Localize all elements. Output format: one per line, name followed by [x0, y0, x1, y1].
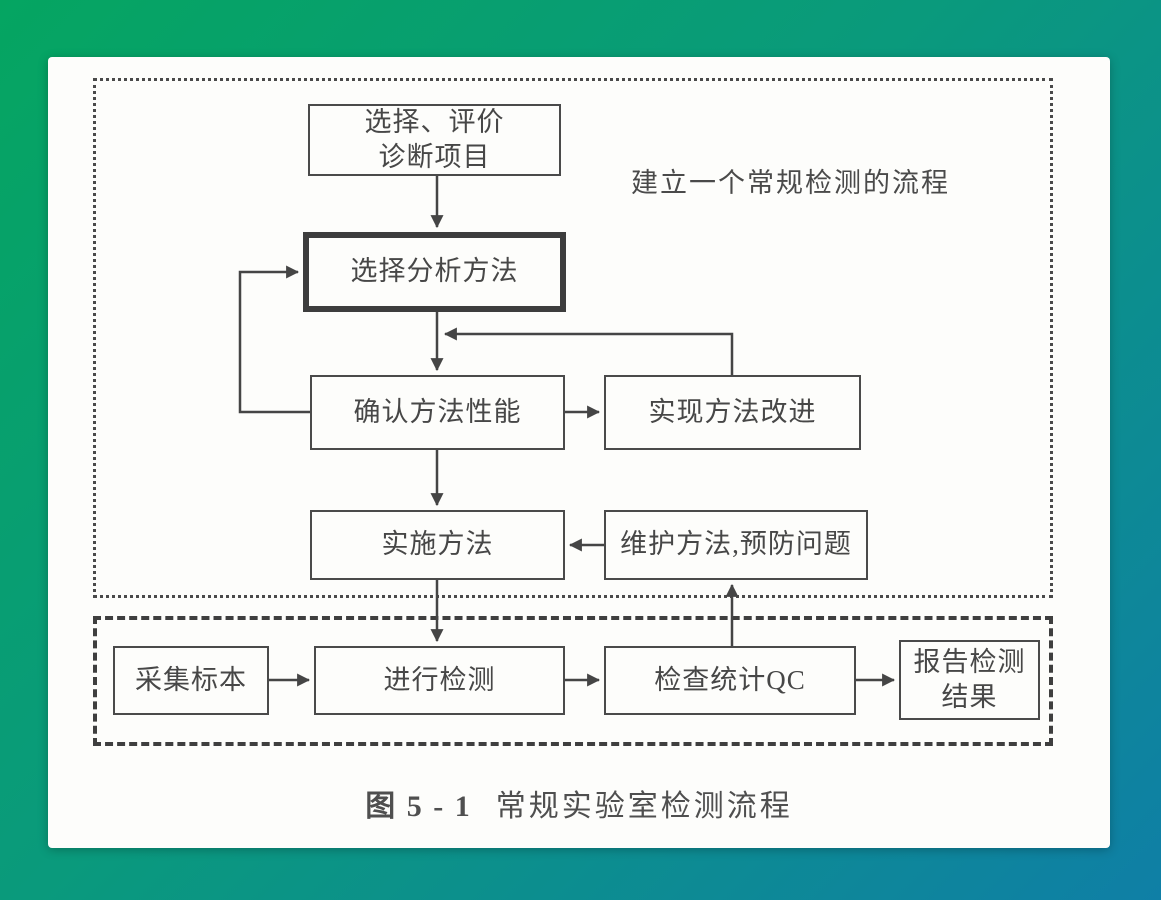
flow-box-check-qc-label: 检查统计QC: [654, 664, 806, 695]
figure-title: 常规实验室检测流程: [495, 790, 793, 823]
flow-box-select-method-label: 选择分析方法: [350, 256, 519, 287]
flow-box-implement-method: 实施方法: [310, 510, 565, 580]
flow-box-implement-method-label: 实施方法: [381, 529, 494, 560]
setup-section-border: [93, 78, 1053, 598]
flow-box-collect-specimen: 采集标本: [113, 646, 269, 715]
figure-caption: 图 5 - 1 常规实验室检测流程: [48, 781, 1110, 825]
flow-box-perform-test-label: 进行检测: [383, 664, 496, 695]
flow-box-improve-method-label: 实现方法改进: [648, 396, 817, 427]
figure-card: 选择、评价 诊断项目 选择分析方法 确认方法性能 实现方法改进 实施方法 维护方…: [48, 57, 1110, 848]
flow-box-maintain-method: 维护方法,预防问题: [604, 510, 868, 580]
flow-box-maintain-method-label: 维护方法,预防问题: [620, 529, 852, 560]
figure-number: 图 5 - 1: [365, 790, 472, 823]
flow-box-improve-method: 实现方法改进: [604, 375, 861, 450]
flow-box-check-qc: 检查统计QC: [604, 646, 856, 715]
flow-box-select-method: 选择分析方法: [303, 232, 566, 312]
flow-box-confirm-performance-label: 确认方法性能: [353, 396, 522, 427]
flow-box-select-evaluate: 选择、评价 诊断项目: [308, 104, 561, 176]
testing-section-border: [93, 616, 1053, 746]
flow-box-select-evaluate-label: 选择、评价 诊断项目: [364, 106, 505, 172]
flow-box-confirm-performance: 确认方法性能: [310, 375, 565, 450]
flow-box-perform-test: 进行检测: [314, 646, 565, 715]
flow-box-collect-specimen-label: 采集标本: [135, 664, 247, 695]
section-label: 建立一个常规检测的流程: [631, 168, 950, 198]
flow-box-report-result-label: 报告检测 结果: [913, 646, 1026, 712]
flow-box-report-result: 报告检测 结果: [899, 640, 1040, 720]
